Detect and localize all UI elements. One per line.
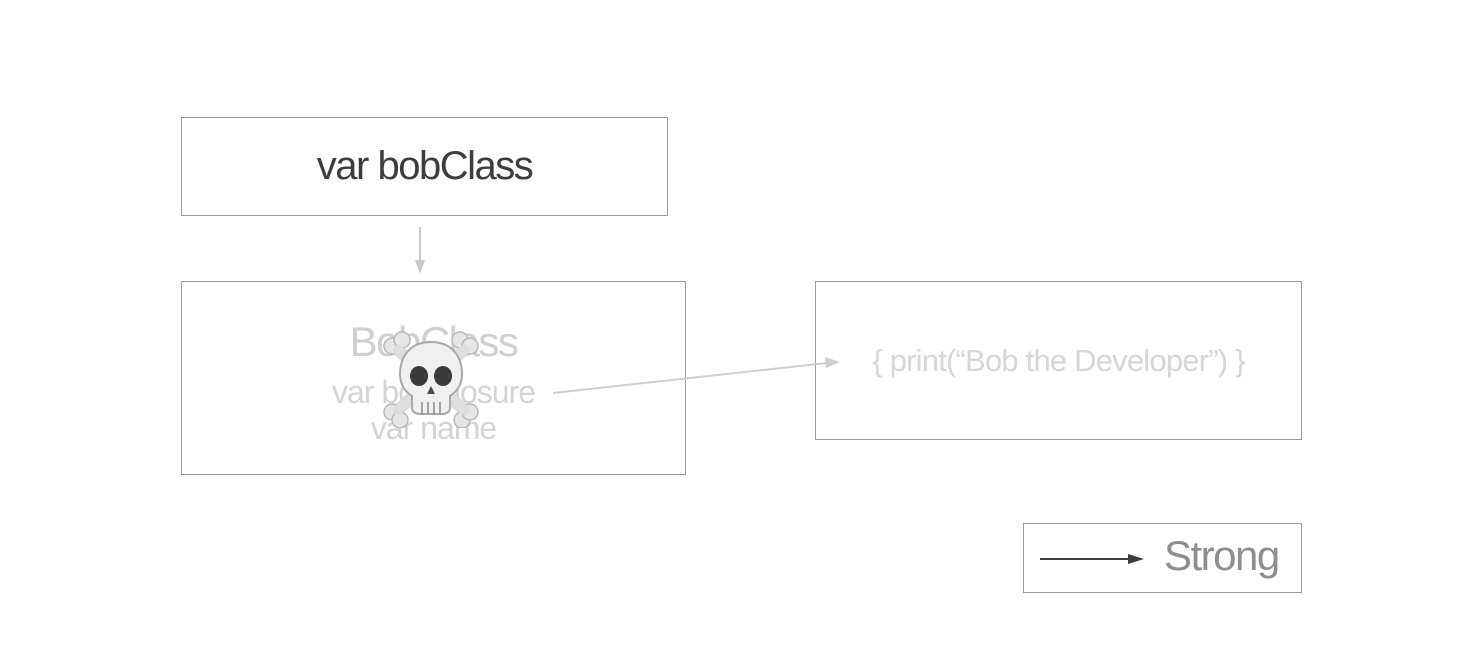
strong-arrow-icon — [1040, 554, 1144, 564]
legend-box: Strong — [1023, 523, 1302, 593]
variable-label: var bobClass — [316, 144, 534, 188]
legend-label: Strong — [1164, 532, 1280, 579]
closure-box: { print(“Bob the Developer”) } — [815, 281, 1302, 440]
variable-box: var bobClass — [181, 117, 668, 216]
reference-arrow-var-to-class — [415, 227, 425, 274]
closure-label: { print(“Bob the Developer”) } — [872, 342, 1245, 378]
skull-crossbones-icon — [383, 331, 479, 428]
